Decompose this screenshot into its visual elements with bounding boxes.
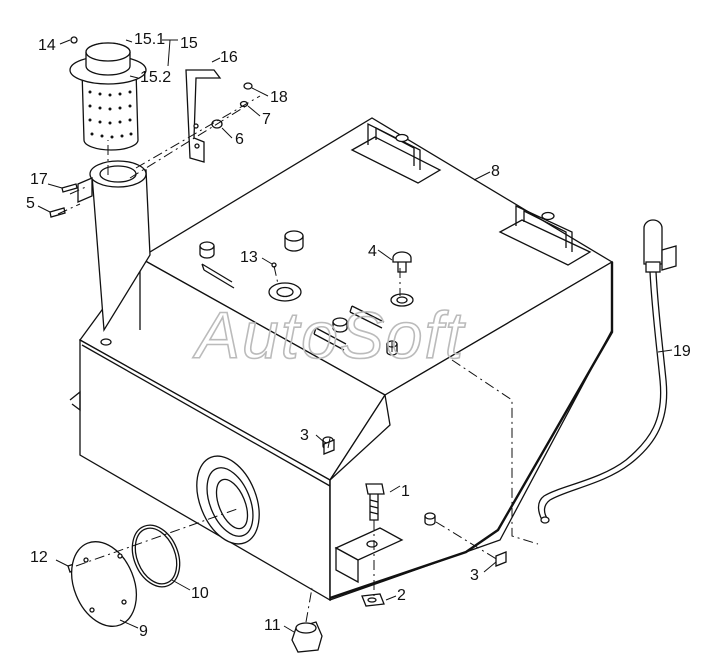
tank-mount-bracket xyxy=(334,527,404,584)
label-part-19: 19 xyxy=(673,343,691,360)
inspection-cover xyxy=(71,541,137,627)
label-part-1: 1 xyxy=(401,483,410,500)
label-part-10: 10 xyxy=(191,585,209,602)
label-part-6: 6 xyxy=(235,131,244,148)
drain-plug xyxy=(291,621,323,653)
label-part-3b: 3 xyxy=(470,567,479,584)
cover-gasket xyxy=(131,524,181,588)
tank-lifting-bracket-2 xyxy=(498,204,592,266)
tank-lifting-bracket xyxy=(350,122,442,184)
filler-bracket xyxy=(185,69,222,163)
label-part-12: 12 xyxy=(30,549,48,566)
label-part-5: 5 xyxy=(26,195,35,212)
watermark-text: AutoSoft xyxy=(192,298,466,372)
level-sensor xyxy=(537,219,677,524)
label-part-3a: 3 xyxy=(300,427,309,444)
filler-strainer xyxy=(69,42,147,151)
assembly-lines xyxy=(57,95,539,623)
label-part-15: 15 xyxy=(180,35,198,52)
label-part-15-2: 15.2 xyxy=(140,69,171,86)
label-part-17: 17 xyxy=(30,171,48,188)
label-part-13: 13 xyxy=(240,249,258,266)
label-part-7: 7 xyxy=(262,111,271,128)
label-part-4: 4 xyxy=(368,243,377,260)
label-part-15-1: 15.1 xyxy=(134,31,165,48)
label-part-16: 16 xyxy=(220,49,238,66)
label-part-14: 14 xyxy=(38,37,56,54)
label-part-18: 18 xyxy=(270,89,288,106)
label-part-8: 8 xyxy=(491,163,500,180)
small-fasteners xyxy=(49,36,507,573)
callouts: 1 2 3 3 4 5 6 7 8 9 10 11 12 13 14 15 15… xyxy=(26,31,691,640)
tank-top-fittings xyxy=(100,230,436,526)
label-part-11: 11 xyxy=(264,617,281,634)
label-part-9: 9 xyxy=(139,623,148,640)
label-part-2: 2 xyxy=(397,587,406,604)
filler-neck xyxy=(77,160,151,333)
inspection-opening xyxy=(196,455,260,545)
